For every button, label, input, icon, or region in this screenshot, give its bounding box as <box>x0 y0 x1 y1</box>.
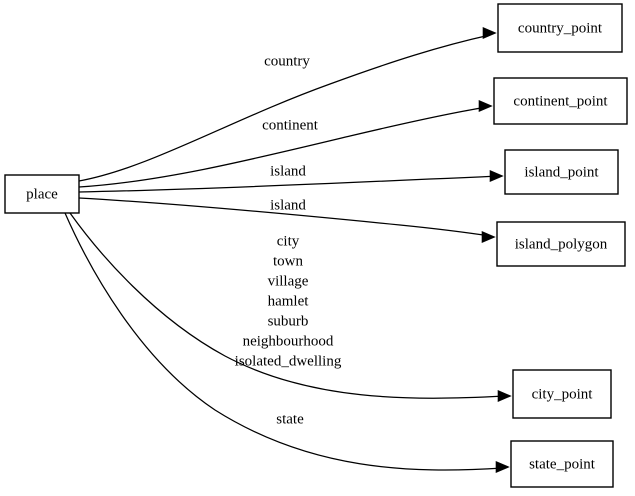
edge-label-group-city_point: city town village hamlet suburb neighbourhood… <box>235 233 342 369</box>
arrowhead-icon-island_polygon <box>481 231 496 243</box>
node-island_point-label: island_point <box>524 164 599 180</box>
edge-place-to-island_point <box>78 170 504 193</box>
edge-label-group-country_point: country <box>264 53 310 69</box>
node-island_polygon-label: island_polygon <box>515 236 608 252</box>
edge-label-island_point-0: island <box>270 163 306 179</box>
node-state_point-label: state_point <box>529 456 596 472</box>
arrowhead-icon-country_point <box>482 27 497 39</box>
arrowhead-icon-island_point <box>489 170 504 182</box>
node-island_polygon-box[interactable] <box>496 221 626 267</box>
node-island_point-box[interactable] <box>504 149 619 195</box>
node-place[interactable]: place <box>4 174 80 214</box>
edge-line-continent_point <box>78 106 488 188</box>
arrowhead-icon-state_point <box>495 461 510 473</box>
arrowhead-icon-continent_point <box>478 100 493 112</box>
edge-line-country_point <box>78 34 491 182</box>
node-city_point[interactable]: city_point <box>512 369 612 419</box>
node-city_point-label: city_point <box>532 386 594 402</box>
nodes-layer: place country_point continent_point island_… <box>4 3 628 488</box>
edge-line-island_point <box>78 175 499 193</box>
edge-label-city_point-4: suburb <box>268 313 309 329</box>
edge-label-island_polygon-0: island <box>270 197 306 213</box>
node-island_point[interactable]: island_point <box>504 149 619 195</box>
edge-label-city_point-5: neighbourhood <box>243 333 334 349</box>
arrowhead-icon-city_point <box>497 390 512 402</box>
node-state_point[interactable]: state_point <box>510 440 614 488</box>
edge-label-city_point-3: hamlet <box>268 293 310 309</box>
node-place-box[interactable] <box>4 174 80 214</box>
node-island_polygon[interactable]: island_polygon <box>496 221 626 267</box>
edge-label-state_point-0: state <box>276 411 304 427</box>
edge-place-to-island_polygon <box>78 197 496 243</box>
edge-place-to-city_point <box>69 212 512 402</box>
edge-line-state_point <box>64 212 504 471</box>
edge-label-city_point-0: city <box>277 233 300 249</box>
node-continent_point[interactable]: continent_point <box>493 77 628 125</box>
node-continent_point-label: continent_point <box>513 93 608 109</box>
edge-label-group-island_point: island <box>270 163 306 179</box>
edge-place-to-continent_point <box>78 100 493 188</box>
node-state_point-box[interactable] <box>510 440 614 488</box>
edge-label-continent_point-0: continent <box>262 117 319 133</box>
edge-label-city_point-6: isolated_dwelling <box>235 353 342 369</box>
edge-label-city_point-2: village <box>268 273 309 289</box>
node-place-label: place <box>26 186 58 202</box>
edge-label-group-island_polygon: island <box>270 197 306 213</box>
node-continent_point-box[interactable] <box>493 77 628 125</box>
edge-line-island_polygon <box>78 197 491 237</box>
node-country_point-box[interactable] <box>497 3 623 53</box>
node-city_point-box[interactable] <box>512 369 612 419</box>
edge-place-to-country_point <box>78 27 497 182</box>
edges-layer <box>64 27 512 473</box>
edge-label-group-state_point: state <box>276 411 304 427</box>
edge-label-group-continent_point: continent <box>262 117 319 133</box>
node-country_point[interactable]: country_point <box>497 3 623 53</box>
edge-label-city_point-1: town <box>273 253 304 269</box>
edge-line-city_point <box>69 212 506 399</box>
node-country_point-label: country_point <box>518 20 603 36</box>
edge-label-country_point-0: country <box>264 53 310 69</box>
edge-labels-layer: country continent island island city town vill… <box>235 53 342 427</box>
edge-place-to-state_point <box>64 212 510 473</box>
